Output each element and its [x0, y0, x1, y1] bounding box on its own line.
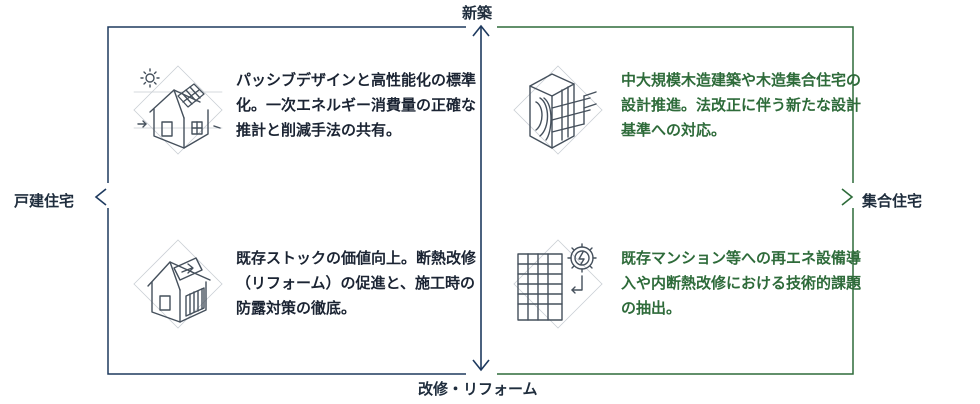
apartment-energy-icon	[513, 239, 603, 329]
left-bracket	[107, 26, 466, 375]
axis-label-apartment: 集合住宅	[862, 192, 923, 210]
vertical-axis	[472, 24, 490, 372]
axis-label-renovation: 改修・リフォーム	[418, 380, 538, 398]
solar-house-icon	[133, 65, 223, 155]
quadrant-text-new-detached: パッシブデザインと高性能化の標準化。一次エネルギー消費量の正確な推計と削減手法の…	[236, 71, 477, 139]
quadrant-text-renovation-apartment: 既存マンション等への再エネ設備導入や内断熱改修における技術的課題の抽出。	[621, 249, 862, 317]
horizontal-axis	[94, 188, 854, 206]
quadrant-text-new-apartment: 中大規模木造建築や木造集合住宅の設計推進。法改正に伴う新たな設計基準への対応。	[621, 71, 862, 139]
right-bracket	[497, 26, 854, 375]
axis-label-new-build: 新築	[462, 4, 493, 22]
timber-building-icon	[513, 65, 603, 155]
quadrant-text-renovation-detached: 既存ストックの価値向上。断熱改修（リフォーム）の促進と、施工時の防露対策の徹底。	[236, 249, 477, 317]
house-renovation-icon	[133, 239, 223, 329]
axis-label-detached-house: 戸建住宅	[14, 192, 75, 210]
